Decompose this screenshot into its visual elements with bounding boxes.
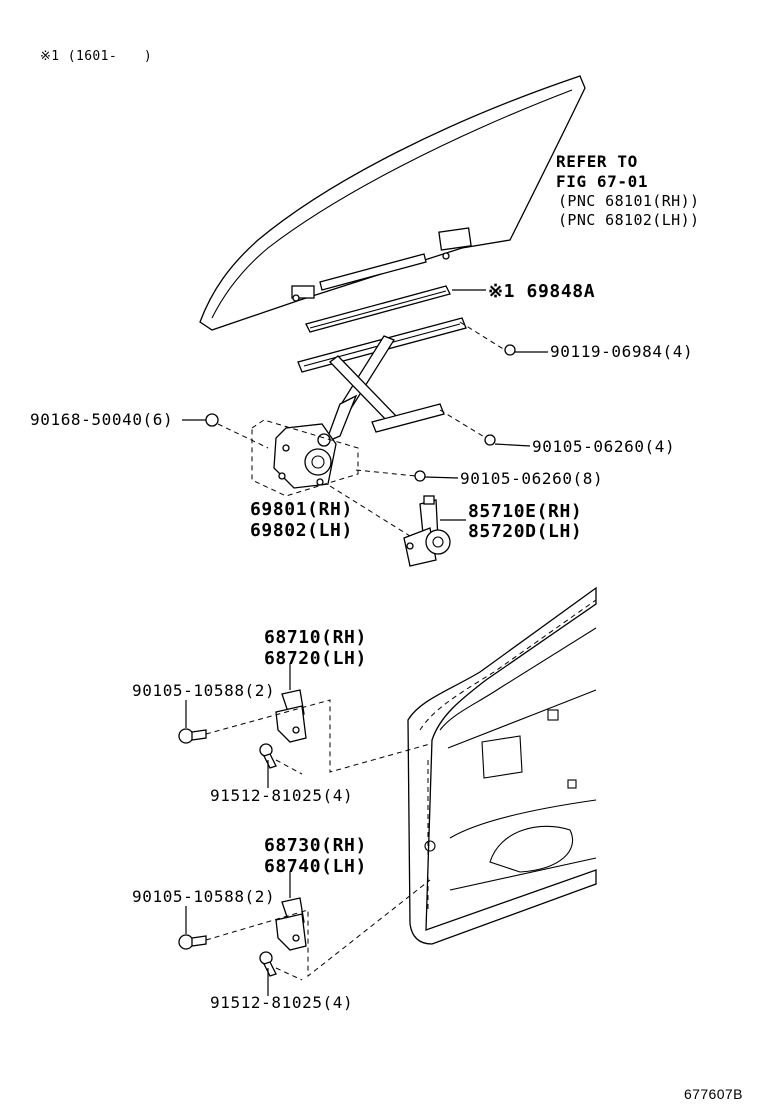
label-upper-hinge-lh: 68720(LH) [264,648,367,669]
glass-ref-line2: FIG 67-01 [556,172,649,191]
lower-hinge [178,872,431,996]
label-lower-hinge-bolt: 90105-10588(2) [132,887,276,906]
series-note: ※1 (1601- ) [40,49,153,64]
upper-hinge [178,664,431,788]
glass-channel [305,285,486,333]
label-lower-hinge-screw: 91512-81025(4) [210,993,354,1012]
door-shell [407,586,597,945]
window-motor [403,495,466,567]
label-motor-rh: 85710E(RH) [468,501,583,522]
label-regulator-lh: 69802(LH) [250,520,353,541]
label-motor-lh: 85720D(LH) [468,521,583,542]
glass-ref-line4: (PNC 68102(LH)) [558,211,700,229]
label-bolt-c: 90105-06260(4) [532,437,676,456]
label-channel: ※1 69848A [488,281,596,302]
label-bolt-d: 90105-06260(8) [460,469,604,488]
bolt-icons [182,321,548,537]
window-regulator [251,317,467,497]
figure-id: 677607B [684,1086,743,1102]
label-lower-hinge-lh: 68740(LH) [264,856,367,877]
label-upper-hinge-rh: 68710(RH) [264,627,367,648]
label-regulator-rh: 69801(RH) [250,499,353,520]
door-glass [199,75,586,331]
glass-ref-line1: REFER TO [556,152,638,171]
label-lower-hinge-rh: 68730(RH) [264,835,367,856]
label-bolt-a: 90119-06984(4) [550,342,694,361]
label-upper-hinge-bolt: 90105-10588(2) [132,681,276,700]
label-bolt-b: 90168-50040(6) [30,410,174,429]
label-upper-hinge-screw: 91512-81025(4) [210,786,354,805]
glass-ref-line3: (PNC 68101(RH)) [558,192,700,210]
